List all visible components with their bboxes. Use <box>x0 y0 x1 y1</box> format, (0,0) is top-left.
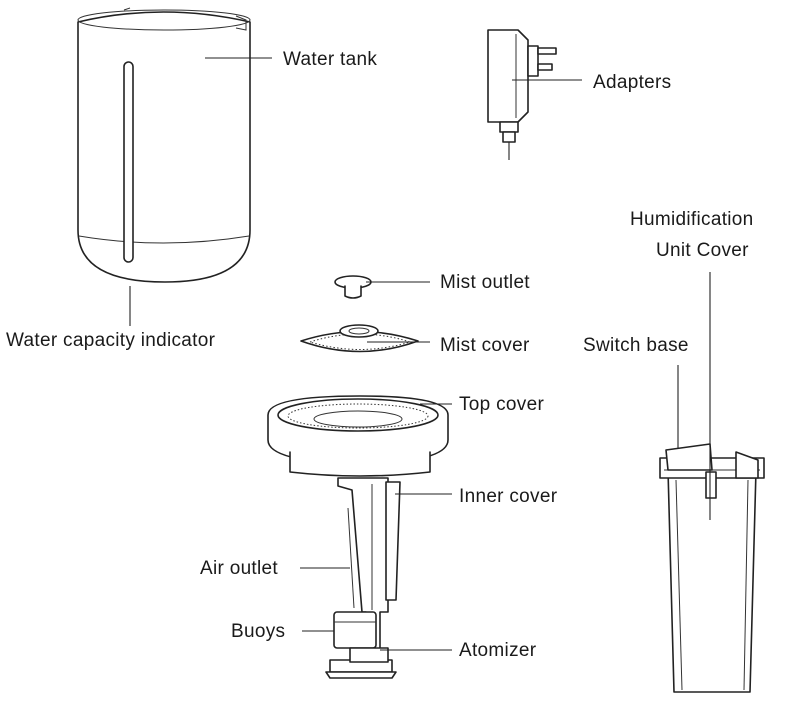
top-cover <box>267 395 449 477</box>
label-top-cover: Top cover <box>459 394 544 415</box>
label-humidification-unit-cover-line2: Unit Cover <box>656 240 749 261</box>
humidification-unit-cover <box>659 457 765 693</box>
mist-cover <box>300 324 419 353</box>
atomizer <box>325 647 397 679</box>
label-inner-cover: Inner cover <box>459 486 558 507</box>
label-adapters: Adapters <box>593 72 671 93</box>
mist-outlet <box>334 275 372 299</box>
label-switch-base: Switch base <box>583 335 689 356</box>
buoy <box>333 611 377 649</box>
label-air-outlet: Air outlet <box>200 558 278 579</box>
inner-assembly <box>337 477 401 651</box>
label-mist-cover: Mist cover <box>440 335 530 356</box>
label-water-tank: Water tank <box>283 49 377 70</box>
label-humidification-unit-cover-line1: Humidification <box>630 209 754 230</box>
label-buoys: Buoys <box>231 621 285 642</box>
water-tank <box>77 7 251 283</box>
adapter <box>487 29 557 160</box>
label-mist-outlet: Mist outlet <box>440 272 530 293</box>
switch-base <box>665 443 759 479</box>
label-atomizer: Atomizer <box>459 640 537 661</box>
label-water-capacity-indicator: Water capacity indicator <box>6 330 216 351</box>
